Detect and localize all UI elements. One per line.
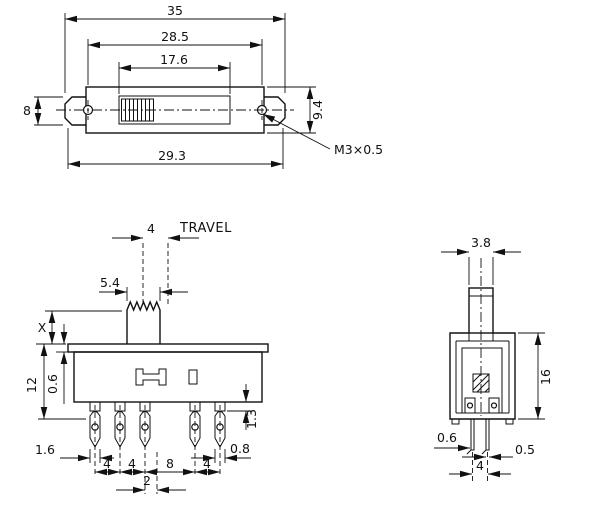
- dim-plate-thickness: 0.6: [45, 324, 68, 404]
- side-view: 3.8 16 0.6 0.5 4: [434, 235, 553, 481]
- side-terminal-left: [464, 397, 476, 414]
- pin-2: [114, 401, 126, 477]
- knob-front: [126, 300, 161, 344]
- top-plate: [67, 343, 269, 353]
- dim-text-pitch-4: 4: [203, 456, 211, 471]
- terminal-hole-left: [466, 402, 474, 409]
- dim-text-pitch-1: 4: [103, 456, 111, 471]
- dim-text-height-12: 12: [24, 377, 39, 393]
- dim-text-knob-width: 5.4: [100, 275, 120, 290]
- dim-pin-pitch-chain: 4 4 8 4: [95, 456, 220, 476]
- dim-side-foot: 0.6: [434, 430, 470, 452]
- dim-end-pin-width: 0.8: [191, 441, 251, 463]
- travel-centerlines: [142, 243, 169, 306]
- left-ear: [64, 96, 86, 126]
- dim-text-pin-width: 1.6: [35, 442, 55, 457]
- travel-label: TRAVEL: [179, 221, 232, 236]
- dim-text-pitch-2: 4: [128, 456, 136, 471]
- dim-side-pin-thickness: 0.5: [462, 442, 535, 461]
- pin-4: [189, 401, 201, 477]
- dim-text-side-pin: 0.5: [515, 442, 535, 457]
- dim-side-height: 16: [518, 332, 553, 420]
- frame-foot-left: [451, 418, 460, 425]
- side-body-inner: [461, 347, 503, 414]
- side-view-part: [449, 258, 516, 455]
- dim-shoulder-height: 1.3: [227, 384, 259, 430]
- side-frame-outline: [449, 332, 516, 420]
- top-view-part: [56, 86, 294, 134]
- dim-ear-height: 8: [23, 96, 63, 126]
- dim-text-side-foot: 0.6: [437, 430, 457, 445]
- terminal-hole-right: [490, 402, 498, 409]
- dim-text-travel: 4: [147, 221, 155, 236]
- dim-text-offset: 2: [143, 473, 151, 488]
- front-view: TRAVEL 4 5.4 X 12 0.6: [24, 221, 269, 494]
- dim-travel: TRAVEL 4: [112, 221, 232, 306]
- dim-text-knob-height: X: [38, 320, 47, 335]
- side-frame-inner: [455, 333, 510, 414]
- dim-text-side-rows: 4: [476, 458, 484, 473]
- right-ear: [264, 96, 286, 126]
- side-pin-right: [485, 418, 490, 451]
- thread-callout-label: M3×0.5: [334, 142, 383, 157]
- dim-text-pitch-3: 8: [166, 456, 174, 471]
- dim-text-ear-height: 8: [23, 103, 31, 118]
- pin-5: [214, 401, 226, 477]
- pin-3: [139, 401, 151, 494]
- dim-body-total-height: 12: [24, 344, 86, 420]
- pin-tips: [466, 449, 487, 455]
- dim-hole-spacing: 28.5: [87, 29, 263, 85]
- thread-callout: M3×0.5: [262, 113, 383, 157]
- dim-knob-width: 5.4: [99, 275, 188, 301]
- contact-hatch: [472, 373, 490, 393]
- dim-center-offset: 2: [116, 473, 186, 494]
- dim-text-end-pin: 0.8: [230, 441, 250, 456]
- dim-text-body-height: 9.4: [310, 100, 325, 120]
- dim-text-body-length: 29.3: [158, 148, 186, 163]
- top-view: 35 28.5 17.6 8 9.4 29.3 M3×: [23, 3, 383, 169]
- dim-text-hole-spacing: 28.5: [161, 29, 189, 44]
- dim-text-overall-width: 35: [167, 3, 183, 18]
- dim-pin-width: 1.6: [35, 442, 114, 463]
- dim-slot-length: 17.6: [118, 52, 231, 94]
- dim-text-side-knob: 3.8: [471, 235, 491, 250]
- dim-side-row-spacing: 4: [449, 452, 511, 481]
- contact-window: [188, 369, 198, 385]
- dim-text-plate: 0.6: [45, 374, 60, 394]
- dim-body-height: 9.4: [267, 86, 325, 134]
- contact-slider-symbol: [135, 368, 167, 386]
- dim-text-shoulder: 1.3: [244, 409, 259, 429]
- dim-text-slot-length: 17.6: [160, 52, 188, 67]
- dim-side-knob-width: 3.8: [441, 235, 521, 285]
- frame-foot-right: [505, 418, 514, 425]
- dim-knob-height-x: X: [36, 310, 122, 345]
- pin-1: [89, 401, 101, 477]
- side-pin-left: [470, 418, 475, 451]
- front-body-outline: [73, 351, 263, 403]
- dim-text-side-height: 16: [538, 369, 553, 385]
- dim-overall-width: 35: [64, 3, 286, 93]
- dim-body-length: 29.3: [67, 128, 284, 169]
- side-terminal-right: [488, 397, 500, 414]
